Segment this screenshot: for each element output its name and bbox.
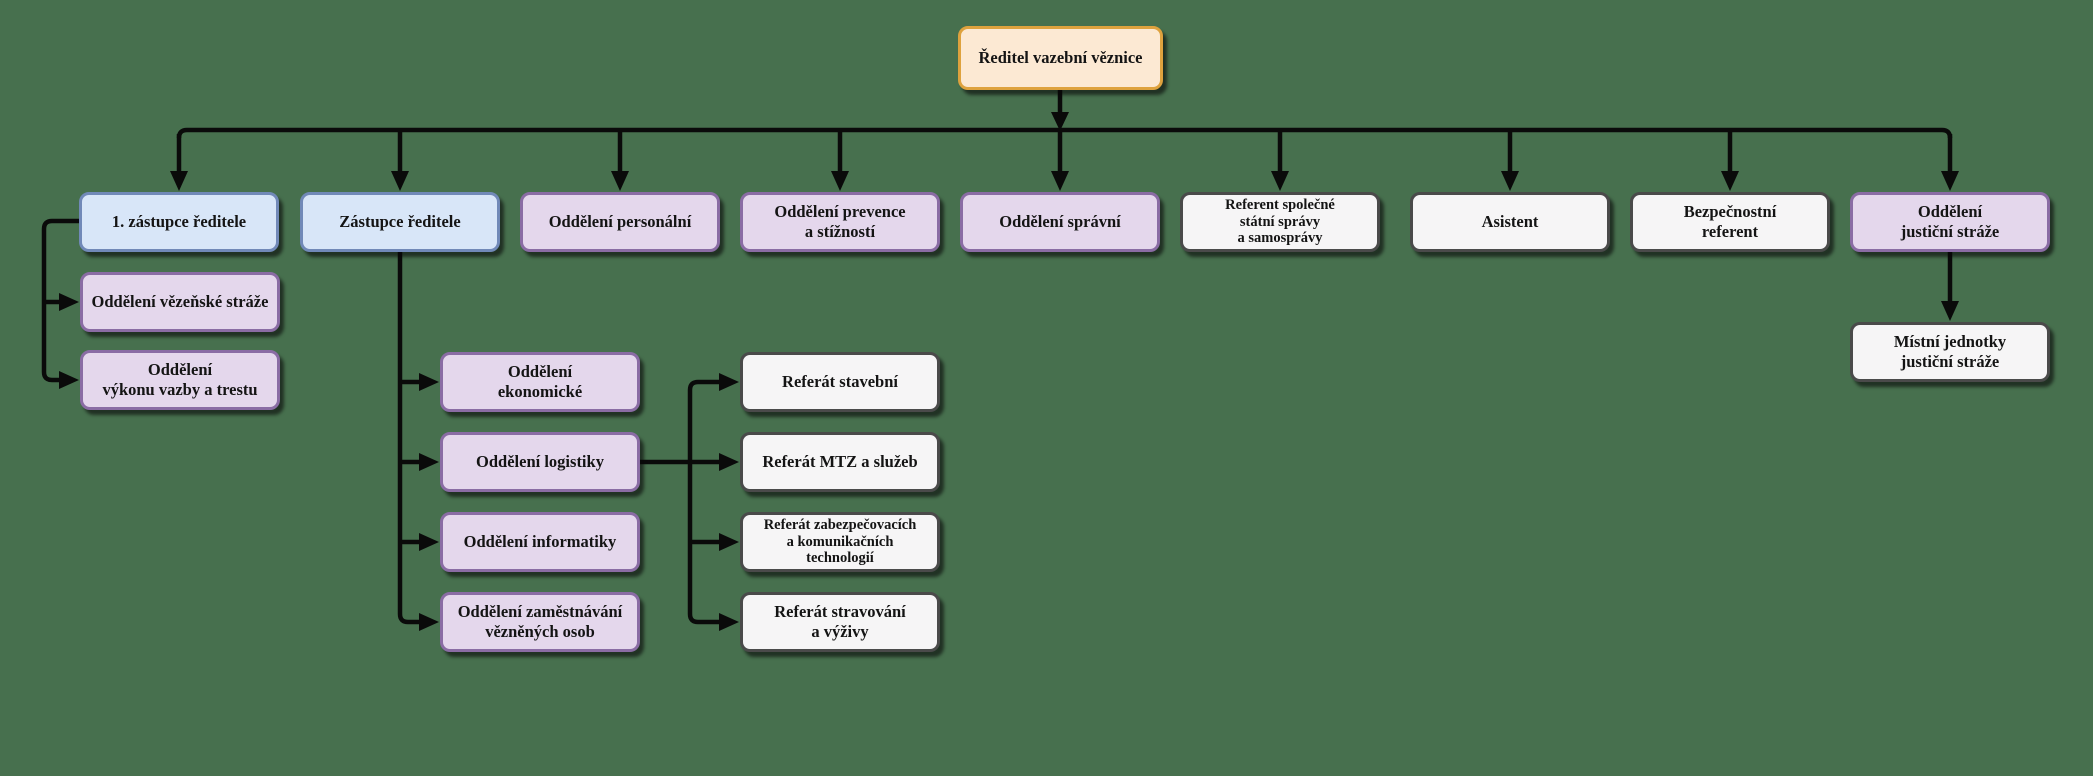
node-security-referent: Bezpečnostní referent	[1630, 192, 1830, 252]
node-director: Ředitel vazební věznice	[958, 26, 1163, 90]
node-administrative-dept: Oddělení správní	[960, 192, 1160, 252]
node-construction-unit: Referát stavební	[740, 352, 940, 412]
node-it-dept: Oddělení informatiky	[440, 512, 640, 572]
node-economic-dept: Oddělení ekonomické	[440, 352, 640, 412]
node-state-admin-referent: Referent společné státní správy a samosp…	[1180, 192, 1380, 252]
node-security-tech-unit: Referát zabezpečovacích a komunikačních …	[740, 512, 940, 572]
node-prison-guard-dept: Oddělení vězeňské stráže	[80, 272, 280, 332]
node-justice-guard-dept: Oddělení justiční stráže	[1850, 192, 2050, 252]
node-deputy: Zástupce ředitele	[300, 192, 500, 252]
node-catering-unit: Referát stravování a výživy	[740, 592, 940, 652]
node-inmate-employment-dept: Oddělení zaměstnávání vězněných osob	[440, 592, 640, 652]
node-prevention-dept: Oddělení prevence a stížností	[740, 192, 940, 252]
node-mtz-services-unit: Referát MTZ a služeb	[740, 432, 940, 492]
node-first-deputy: 1. zástupce ředitele	[79, 192, 279, 252]
node-personnel-dept: Oddělení personální	[520, 192, 720, 252]
node-local-justice-guard-units: Místní jednotky justiční stráže	[1850, 322, 2050, 382]
node-assistant: Asistent	[1410, 192, 1610, 252]
node-logistics-dept: Oddělení logistiky	[440, 432, 640, 492]
node-custody-sentence-dept: Oddělení výkonu vazby a trestu	[80, 350, 280, 410]
